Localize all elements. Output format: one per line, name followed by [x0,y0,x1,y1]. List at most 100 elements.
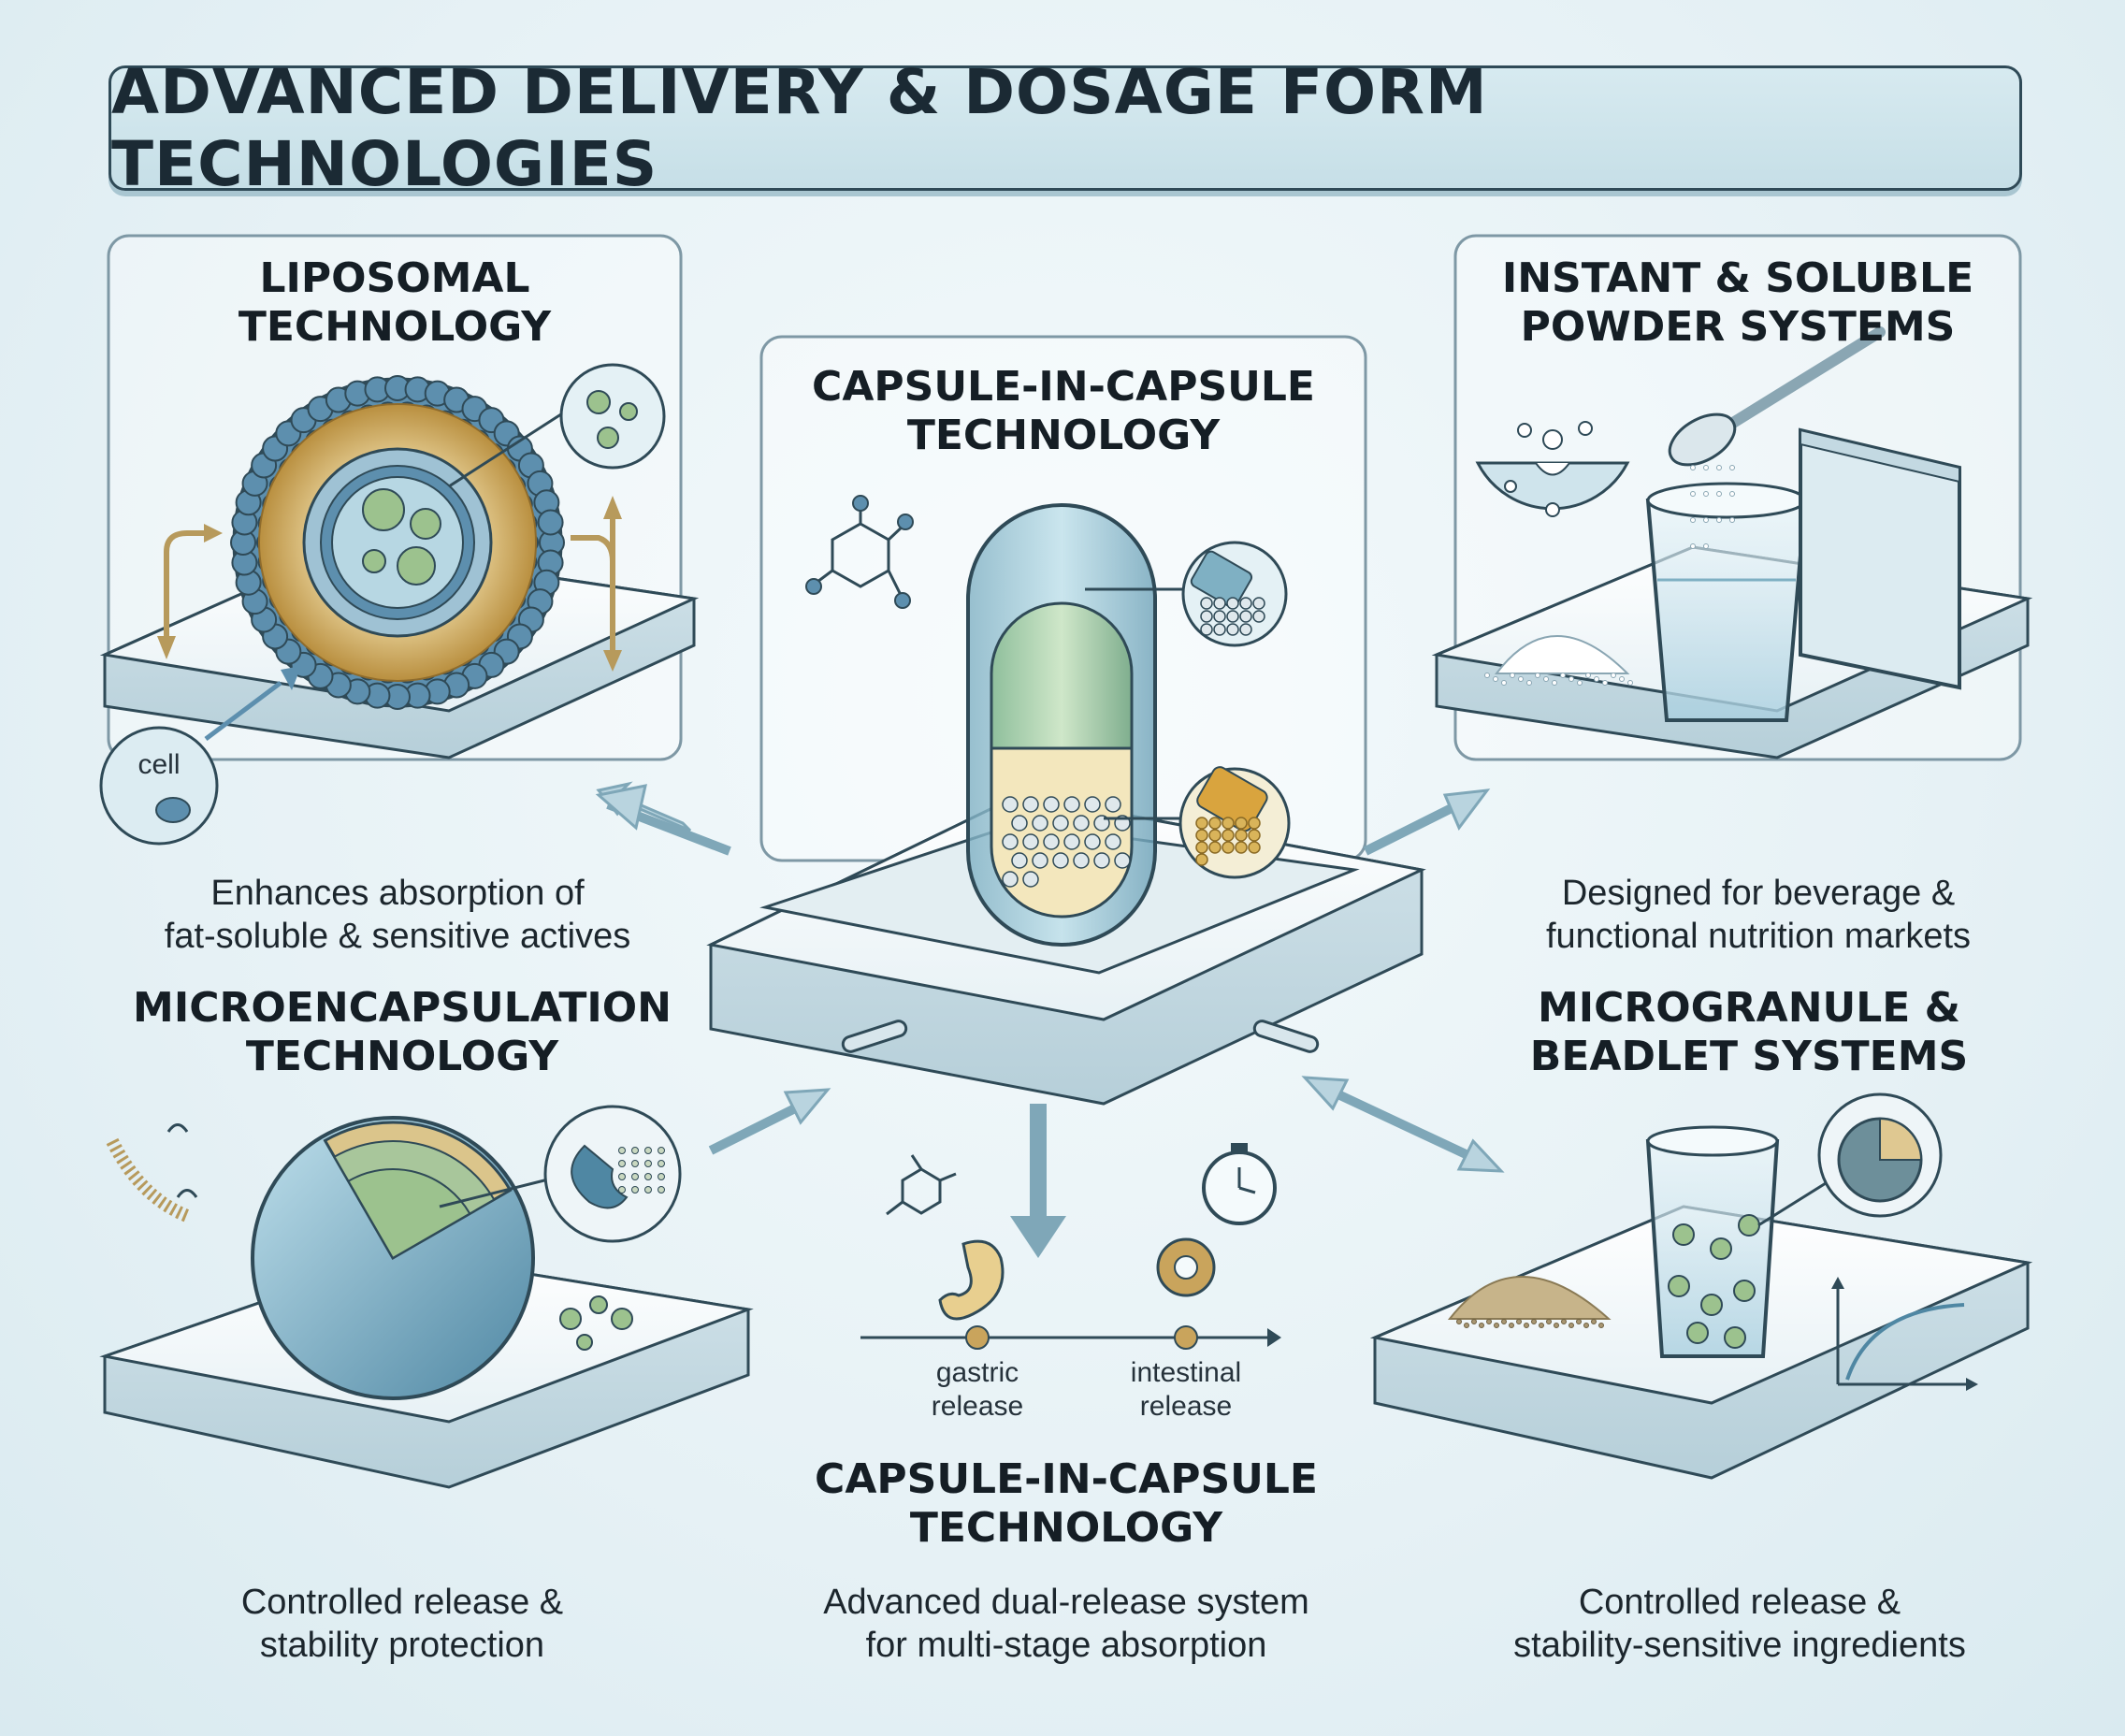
bead [1063,833,1080,850]
bead [1568,676,1574,682]
bead [1668,1275,1690,1297]
bead [1002,871,1019,888]
bead [1716,465,1722,470]
bead [1494,1323,1499,1328]
bead [1105,796,1121,813]
bead [644,1160,652,1167]
page-title: ADVANCED DELIVERY & DOSAGE FORM TECHNOLO… [111,56,1488,200]
bead [1710,1237,1732,1260]
bead [1546,1319,1552,1324]
bead [1585,673,1591,678]
bead [1690,491,1696,497]
bead [1200,597,1213,610]
bead [631,1186,639,1194]
bead [1235,817,1248,830]
bead [1222,841,1235,854]
bead [1486,1319,1492,1324]
bead [1690,543,1696,549]
bead [1239,610,1252,623]
bead [1248,829,1261,842]
bead [1611,673,1616,678]
bead [1524,1323,1529,1328]
microgranule-illustration [1447,1092,1978,1391]
bead [1084,833,1101,850]
bead [1703,543,1709,549]
bead [1591,1319,1597,1324]
bead [1073,815,1090,832]
bead [1493,676,1498,682]
liposome-illustration [99,363,666,846]
bead [1208,817,1222,830]
bead [1738,1214,1760,1237]
bead [658,1160,665,1167]
bead [1252,610,1265,623]
bead [1063,796,1080,813]
bead [1200,623,1213,636]
bead [1052,852,1069,869]
bead [1594,676,1599,682]
microencapsulation-title: MICROENCAPSULATION TECHNOLOGY [133,984,672,1080]
bead [1716,491,1722,497]
cell-label: cell [137,749,181,780]
bead [1724,1326,1746,1349]
bead [1561,1319,1567,1324]
bead [1690,517,1696,523]
bead [618,1173,626,1180]
bead [1576,1319,1582,1324]
bead [1516,1319,1522,1324]
bead [1501,680,1507,686]
bead [1235,841,1248,854]
microencapsulation-description: Controlled release & stability protectio… [240,1583,564,1665]
bead [1032,852,1048,869]
intestinal-release-label: intestinal release [1130,1357,1242,1422]
gastric-release-label: gastric release [931,1357,1024,1422]
bead [1002,796,1019,813]
capsule-top-title: CAPSULE-IN-CAPSULE TECHNOLOGY [812,363,1315,459]
bead [1535,673,1540,678]
bead [1022,871,1039,888]
bead [1226,623,1239,636]
bead [658,1147,665,1154]
bead [1222,829,1235,842]
bead [1471,1319,1477,1324]
bead [1235,829,1248,842]
bead [1577,680,1583,686]
bead [1114,852,1131,869]
bead [1208,841,1222,854]
bead [1729,491,1735,497]
dual-release-illustration [860,1104,1281,1350]
bead [1518,676,1524,682]
bead [644,1173,652,1180]
bead [1543,676,1549,682]
bead [1501,1319,1507,1324]
bead [1213,597,1226,610]
bead [1022,796,1039,813]
bead [1510,673,1515,678]
bead [1239,597,1252,610]
bead [1208,829,1222,842]
bead [1213,623,1226,636]
bead [1554,1323,1559,1328]
bead [1703,491,1709,497]
bead [1213,610,1226,623]
bead [1002,833,1019,850]
bead [1011,852,1028,869]
connector-arrows [595,781,1505,1173]
bead [1195,817,1208,830]
bead [1700,1294,1723,1316]
bead [1568,1323,1574,1328]
bead [631,1147,639,1154]
bead [1105,833,1121,850]
bead [1552,680,1557,686]
bead [1627,680,1633,686]
bead [1672,1223,1695,1246]
bead [1729,465,1735,470]
bead [1248,817,1261,830]
bead [1531,1319,1537,1324]
liposomal-description: Enhances absorption of fat-soluble & sen… [164,874,631,956]
bead [644,1147,652,1154]
bead [1043,833,1060,850]
bead [618,1147,626,1154]
bead [658,1173,665,1180]
bead [1526,680,1532,686]
